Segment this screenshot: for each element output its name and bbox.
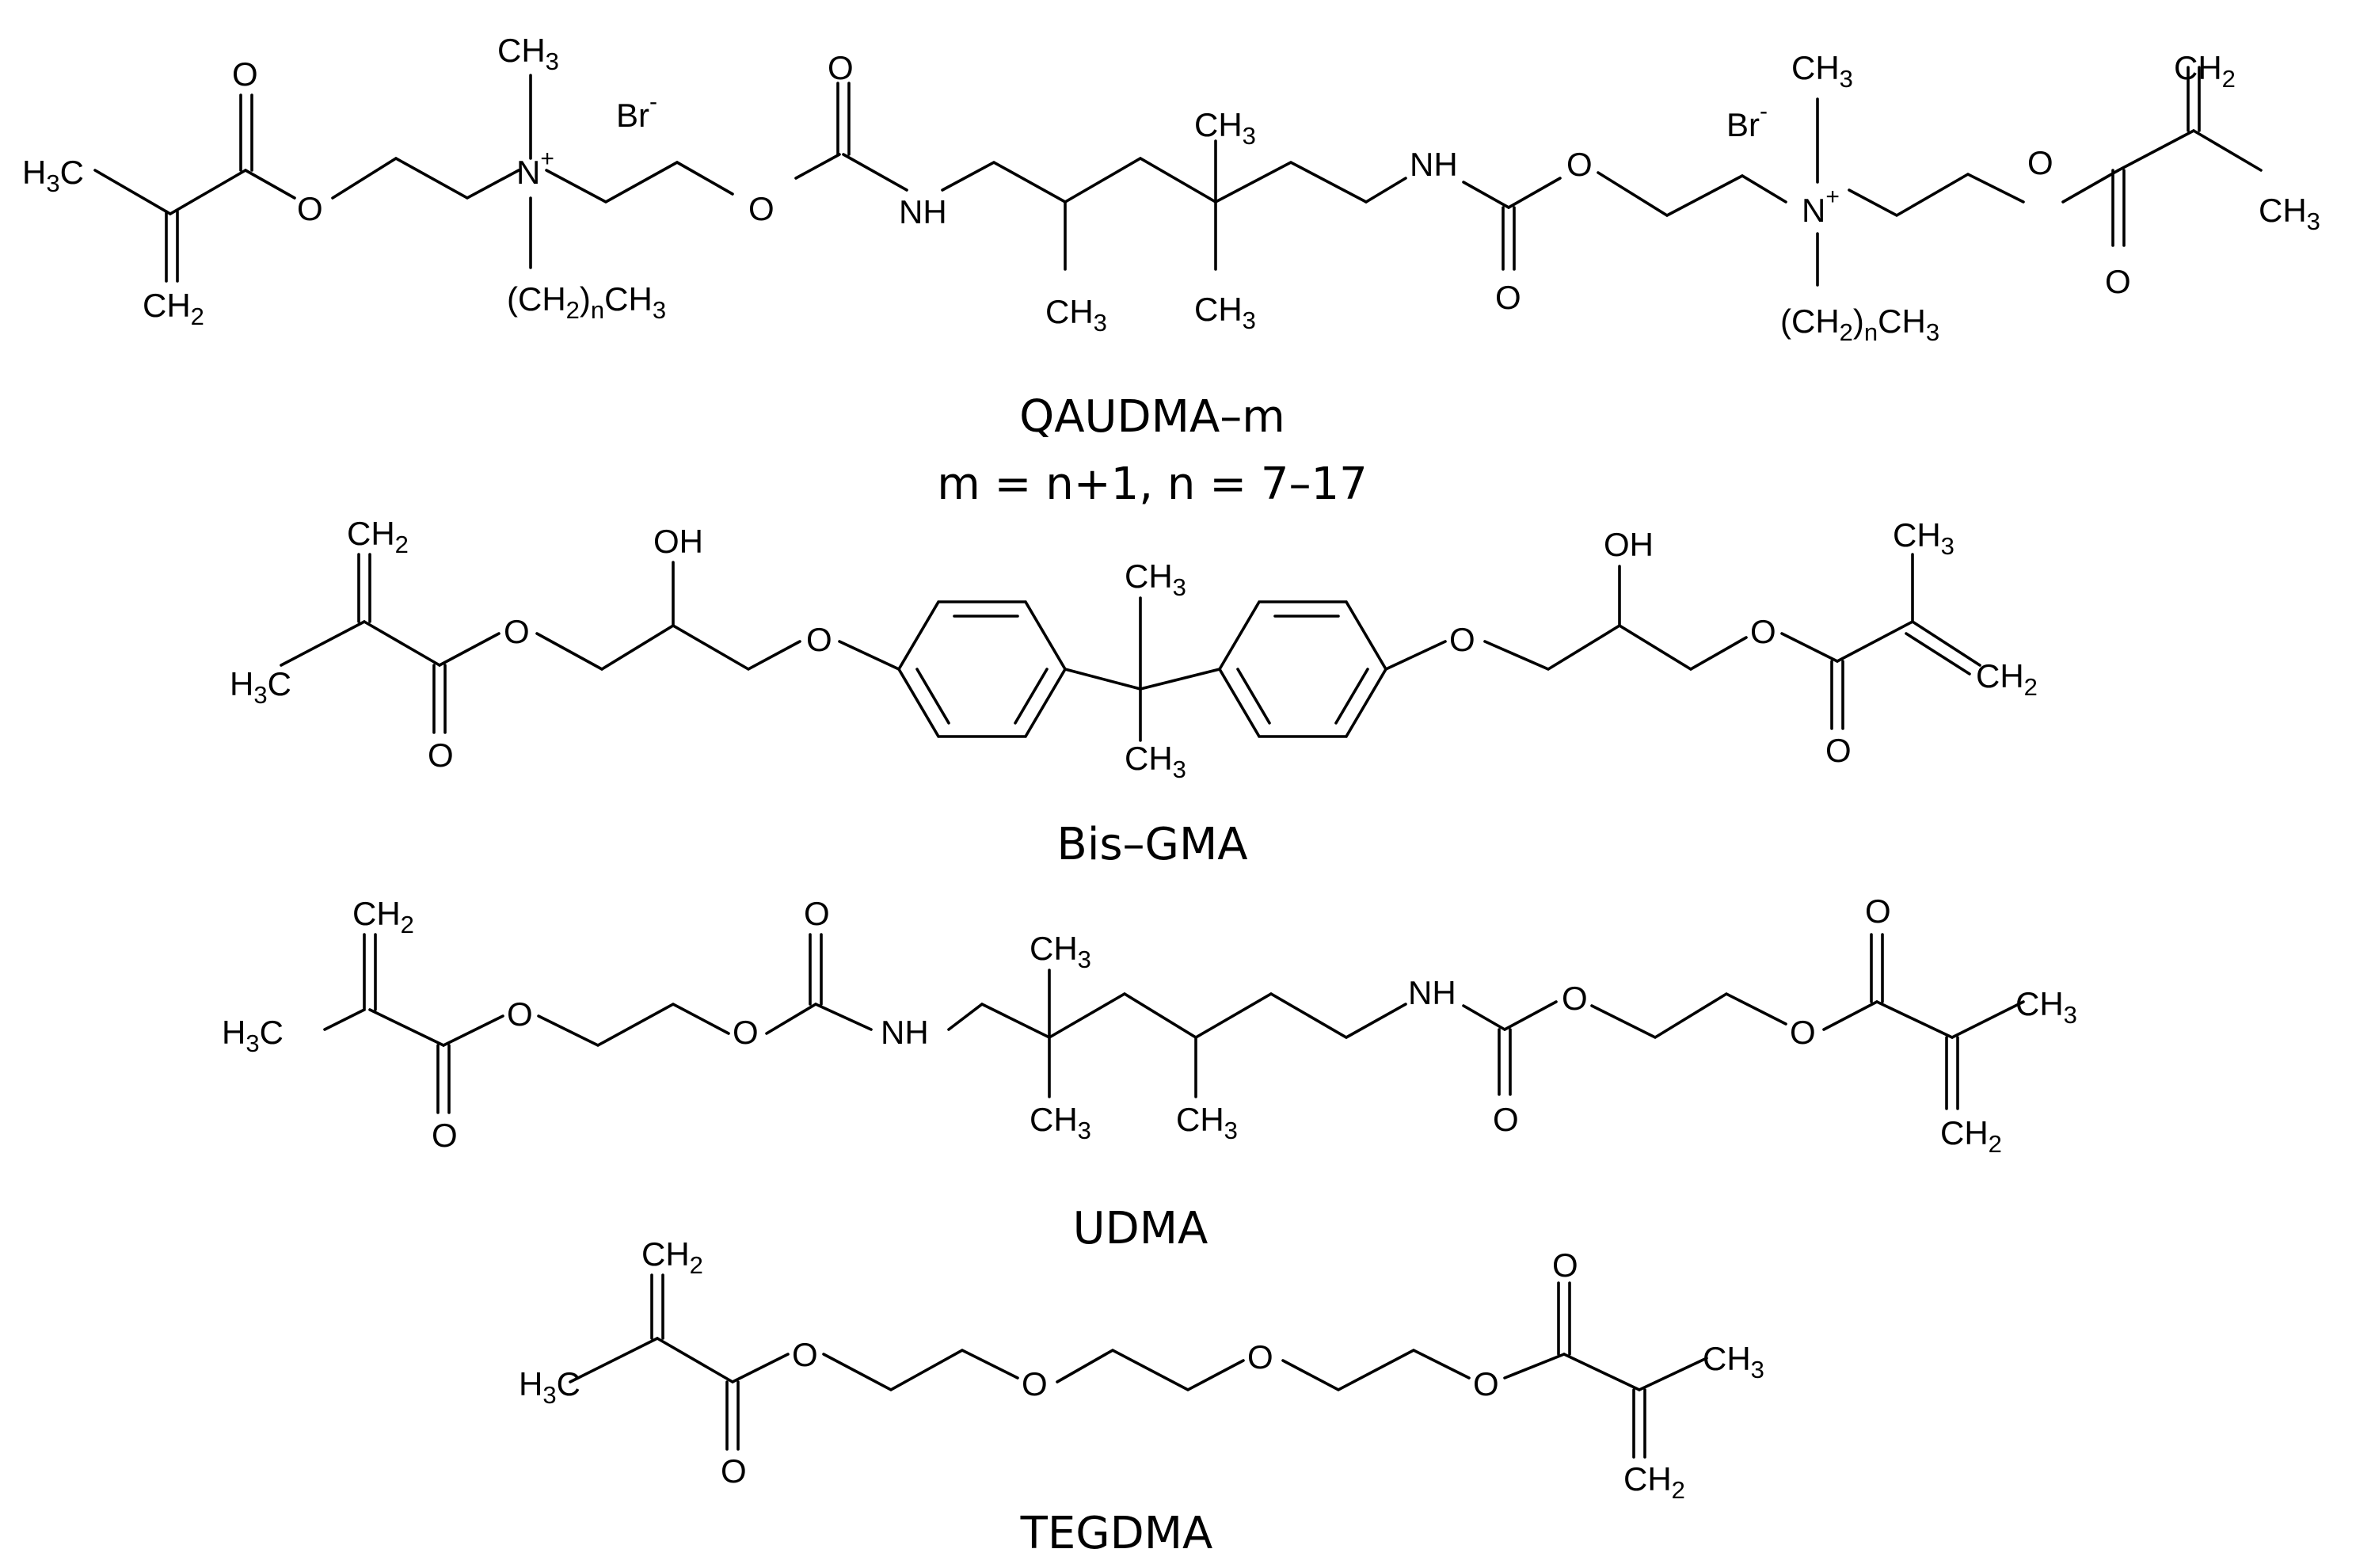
qaudma-label-h3c: H3C [22, 154, 84, 197]
udma-label-ch2: CH2 [352, 895, 414, 938]
bisgma-label-o: O [1825, 732, 1852, 769]
tegdma-atom-labels: CH2 H3C O O O O O O CH3 CH2 [519, 1235, 1764, 1504]
qaudma-label-nh: NH [899, 193, 947, 230]
bisgma-bonds [280, 553, 1981, 742]
qaudma-caption: QAUDMA–m [1019, 391, 1285, 443]
qaudma-label-nh: NH [1410, 146, 1458, 183]
udma-atom-labels: CH2 H3C O O O O NH CH3 CH3 CH3 NH O O O … [222, 892, 2077, 1158]
udma-label-nh: NH [1408, 974, 1456, 1011]
qaudma-label-o: O [1495, 279, 1521, 316]
udma-label-ch3: CH3 [1030, 930, 1091, 973]
qaudma-label-ch3: CH3 [1045, 293, 1107, 337]
qaudma-label-o: O [2105, 263, 2131, 300]
bisgma-label-oh: OH [1604, 526, 1654, 563]
udma-label-o: O [432, 1117, 458, 1154]
qaudma-label-o: O [297, 190, 323, 227]
tegdma-caption: TEGDMA [1020, 1508, 1213, 1559]
bisgma-label-ch2: CH2 [1976, 657, 2038, 701]
bisgma-label-ch2: CH2 [347, 515, 409, 558]
qaudma-label-ch2: CH2 [143, 287, 204, 330]
udma-label-nh: NH [881, 1014, 929, 1051]
captions: QAUDMA–m m = n+1, n = 7–17 Bis–GMA UDMA … [937, 391, 1368, 1559]
udma-label-ch3: CH3 [1176, 1101, 1238, 1144]
bisgma-caption: Bis–GMA [1056, 819, 1247, 870]
tegdma-label-o: O [1022, 1365, 1048, 1402]
tegdma-label-h3c: H3C [519, 1365, 580, 1409]
udma-bonds [323, 933, 2025, 1114]
tegdma-label-ch2: CH2 [1623, 1460, 1685, 1504]
qaudma-label-n-plus: N+ [1802, 184, 1840, 229]
tegdma-label-o: O [721, 1452, 747, 1490]
qaudma-parameter-note: m = n+1, n = 7–17 [937, 459, 1368, 510]
udma-label-ch3: CH3 [2015, 985, 2077, 1029]
qaudma-bonds [93, 66, 2263, 287]
qaudma-label-ch3: CH3 [1194, 106, 1256, 150]
tegdma-label-ch2: CH2 [641, 1235, 703, 1279]
udma-label-h3c: H3C [222, 1014, 284, 1057]
udma-label-o: O [1562, 980, 1588, 1017]
udma-caption: UDMA [1073, 1203, 1208, 1254]
bisgma-label-ch3: CH3 [1125, 740, 1186, 783]
bisgma-label-ch3: CH3 [1893, 516, 1954, 560]
udma-label-ch2: CH2 [1940, 1114, 2002, 1158]
udma-label-o: O [1493, 1101, 1519, 1138]
bisgma-label-h3c: H3C [230, 665, 291, 709]
udma-label-o: O [804, 895, 830, 932]
bisgma-label-o: O [1750, 613, 1776, 650]
tegdma-label-ch3: CH3 [1703, 1340, 1764, 1383]
tegdma-bonds [569, 1273, 1708, 1459]
qaudma-label-ch3: CH3 [497, 32, 559, 75]
udma-label-o: O [1865, 892, 1891, 930]
tegdma-label-o: O [1473, 1365, 1499, 1402]
qaudma-label-o: O [232, 55, 258, 93]
bisgma-label-o: O [504, 613, 530, 650]
qaudma-label-o: O [828, 49, 854, 86]
bisgma-label-o: O [428, 736, 454, 774]
qaudma-label-ch3: CH3 [1194, 291, 1256, 334]
udma-label-o: O [507, 995, 533, 1033]
qaudma-label-n-plus: N+ [516, 146, 554, 191]
tegdma-label-o: O [1552, 1246, 1578, 1284]
qaudma-label-ch2: CH2 [2174, 49, 2236, 93]
qaudma-label-o: O [2027, 144, 2053, 181]
udma-label-o: O [733, 1014, 759, 1051]
bisgma-atom-labels: CH2 H3C O O OH O CH3 CH3 O OH O O CH3 CH… [230, 515, 2038, 783]
qaudma-label-br: Br- [616, 89, 657, 134]
qaudma-label-ch3: CH3 [1791, 49, 1853, 93]
qaudma-label-alkyl-chain: (CH2)nCH3 [507, 280, 666, 324]
qaudma-label-alkyl-chain: (CH2)nCH3 [1780, 303, 1939, 346]
bisgma-label-oh: OH [653, 523, 703, 560]
qaudma-label-o: O [1566, 146, 1593, 183]
qaudma-atom-labels: H3C CH2 O O CH3 N+ Br- (CH2)nCH3 O O NH … [22, 32, 2320, 346]
tegdma-label-o: O [792, 1336, 818, 1373]
tegdma-label-o: O [1247, 1338, 1273, 1376]
bisgma-label-o: O [1449, 621, 1475, 658]
qaudma-label-o: O [748, 190, 775, 227]
qaudma-label-br: Br- [1726, 98, 1768, 143]
udma-label-ch3: CH3 [1030, 1101, 1091, 1144]
bisgma-label-o: O [806, 621, 832, 658]
qaudma-label-ch3: CH3 [2259, 192, 2320, 235]
udma-label-o: O [1790, 1014, 1816, 1051]
bisgma-label-ch3: CH3 [1125, 558, 1186, 601]
